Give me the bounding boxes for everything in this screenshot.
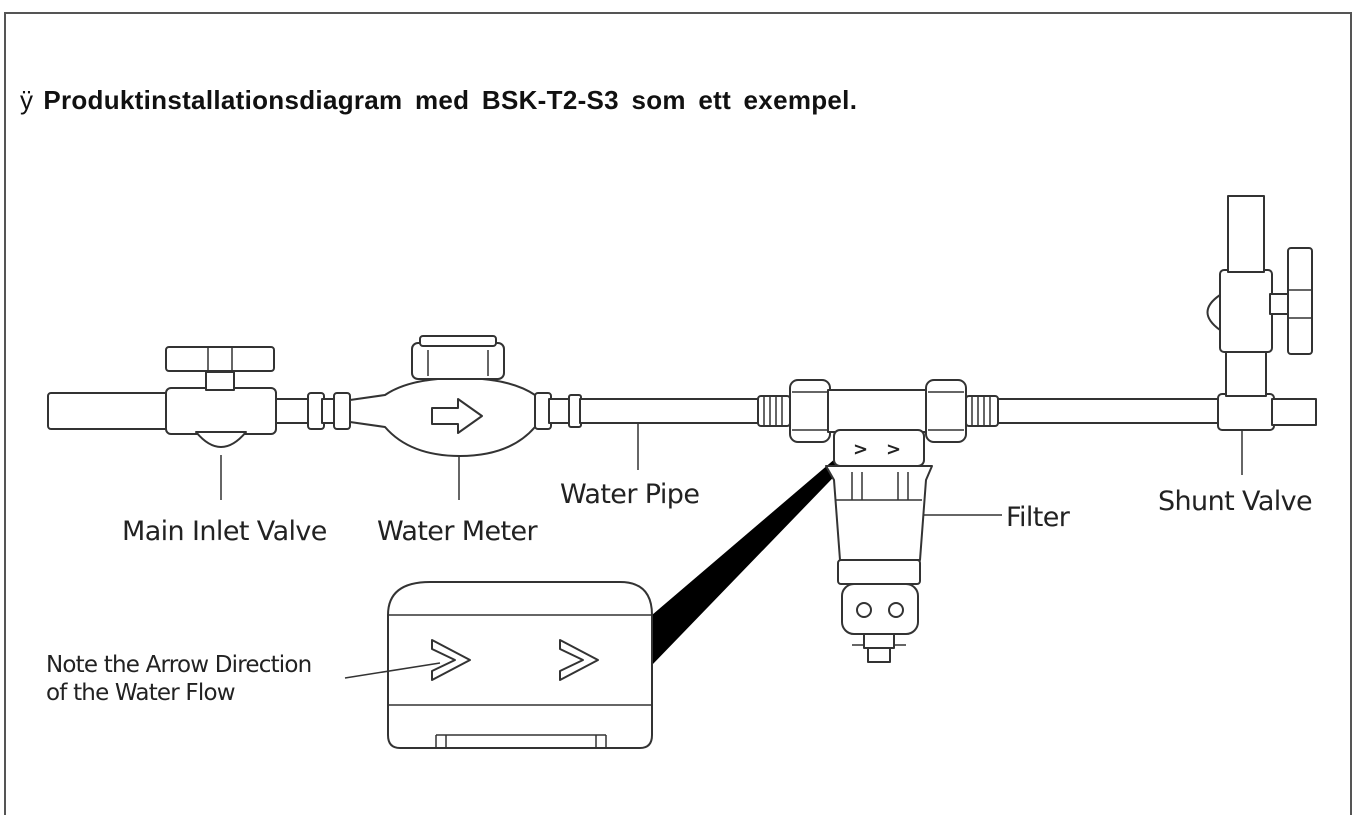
main-inlet-valve bbox=[47, 346, 351, 448]
diagram-frame bbox=[4, 12, 1352, 815]
label-note-line1: Note the Arrow Direction bbox=[46, 652, 311, 678]
zoom-callout-wedge bbox=[652, 452, 855, 665]
diagram-title: ÿ Produktinstallationsdiagram med BSK-T2-… bbox=[20, 85, 857, 116]
label-water-pipe: Water Pipe bbox=[560, 479, 699, 510]
svg-text:>: > bbox=[853, 439, 868, 460]
label-water-meter: Water Meter bbox=[377, 516, 539, 547]
leader-lines bbox=[220, 423, 1243, 679]
water-pipe bbox=[579, 398, 761, 424]
svg-text:>: > bbox=[886, 439, 901, 460]
label-main-inlet-valve: Main Inlet Valve bbox=[122, 516, 327, 547]
flow-arrow-2 bbox=[559, 639, 599, 681]
label-note-line2: of the Water Flow bbox=[46, 680, 235, 706]
shunt-valve bbox=[1206, 195, 1317, 431]
flow-arrow-1 bbox=[431, 639, 471, 681]
filter: > > bbox=[757, 379, 999, 663]
label-filter: Filter bbox=[1006, 502, 1071, 533]
title-text: Produktinstallationsdiagram med BSK-T2-S… bbox=[43, 85, 858, 115]
water-meter bbox=[349, 335, 582, 457]
title-bullet: ÿ bbox=[20, 85, 34, 115]
arrow-zoom-inset bbox=[387, 581, 653, 749]
outlet-pipe bbox=[997, 398, 1221, 424]
label-shunt-valve: Shunt Valve bbox=[1158, 486, 1312, 517]
